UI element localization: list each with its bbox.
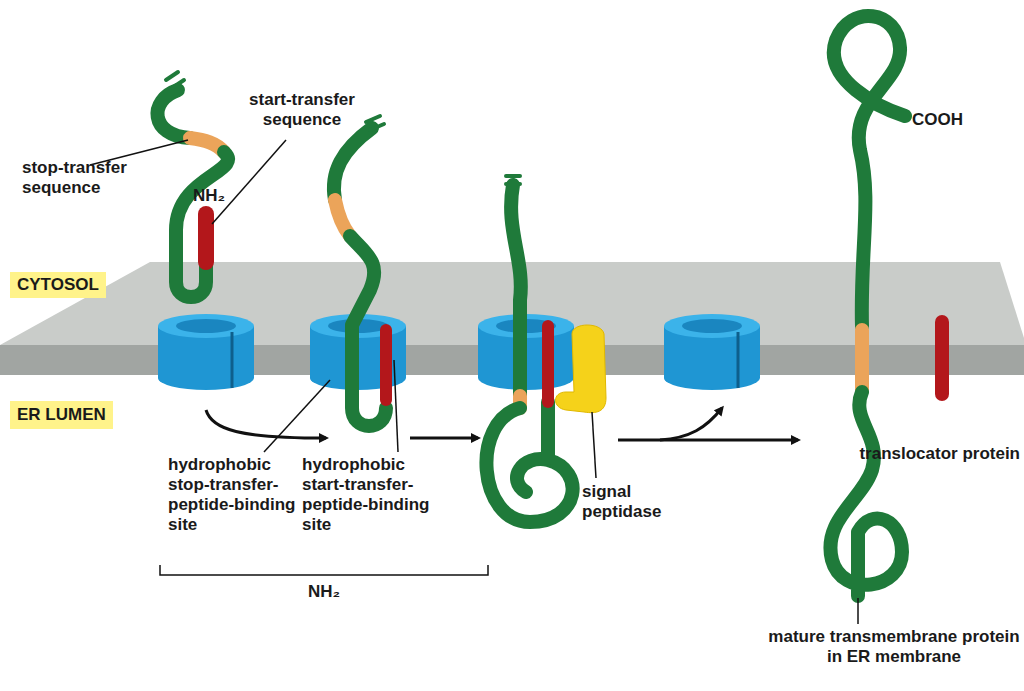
region-tag: CYTOSOL [10,272,106,298]
sequence-label: stop-transfer sequence [22,158,162,198]
binding-site-label: hydrophobic stop-transfer-peptide-bindin… [168,455,300,535]
region-name: ER LUMEN [17,405,106,425]
enzyme-label: signal peptidase [582,482,692,522]
binding-site-label: hydrophobic start-transfer-peptide-bindi… [302,455,434,535]
translocator [664,314,760,390]
protein-label: mature transmembrane protein in ER membr… [768,627,1020,667]
bracket-label: NH₂ [160,582,488,602]
region-tag: ER LUMEN [10,401,113,429]
region-name: CYTOSOL [17,275,99,295]
terminus-label: NH₂ [193,186,225,206]
translocator [158,314,254,390]
terminus-label: COOH [912,110,963,130]
sequence-label: start-transfer sequence [232,90,372,130]
terminus-label: translocator protein [859,444,1020,464]
